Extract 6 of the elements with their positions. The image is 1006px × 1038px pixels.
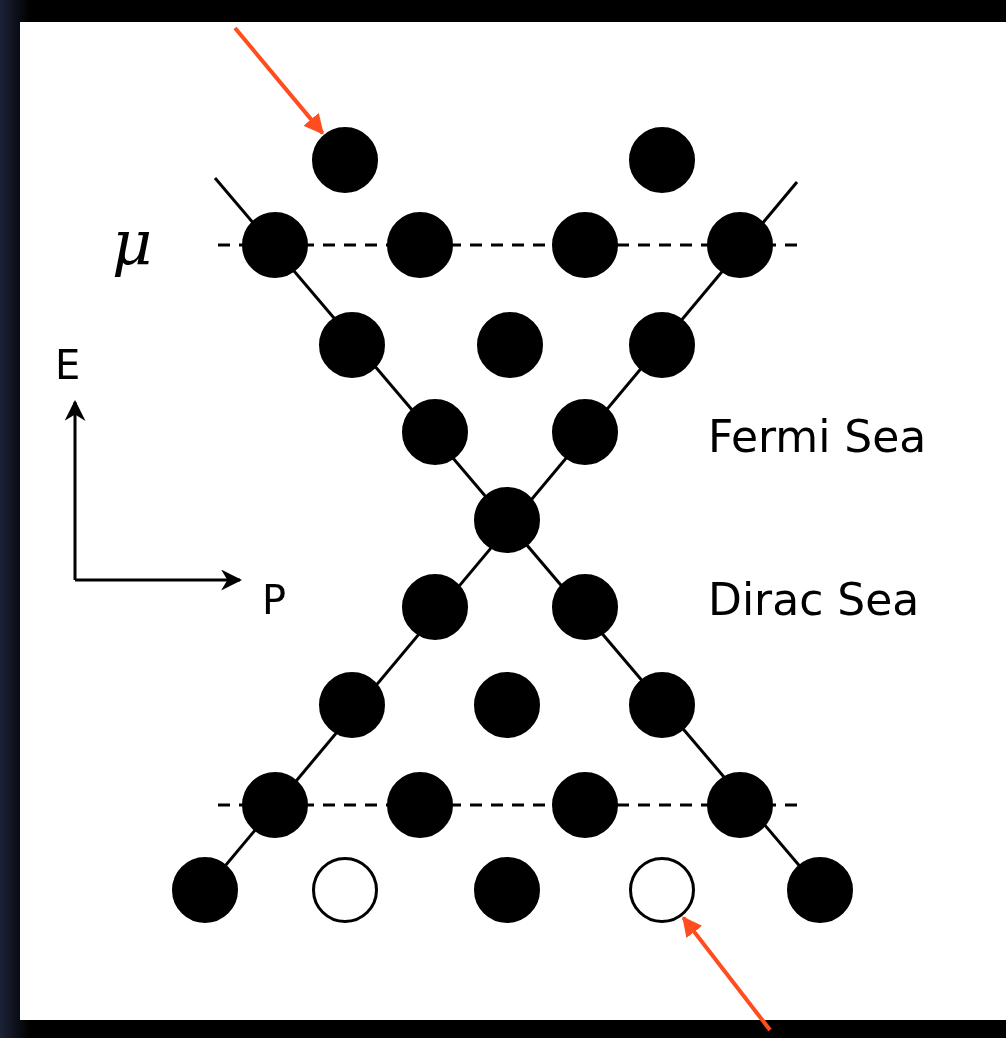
axis-label: P	[262, 580, 287, 620]
pointer-arrow	[233, 26, 325, 135]
region-label: Fermi Sea	[708, 415, 927, 459]
axis-label: E	[55, 345, 81, 385]
pointer-arrow	[681, 916, 772, 1032]
region-label: Dirac Sea	[708, 578, 920, 622]
